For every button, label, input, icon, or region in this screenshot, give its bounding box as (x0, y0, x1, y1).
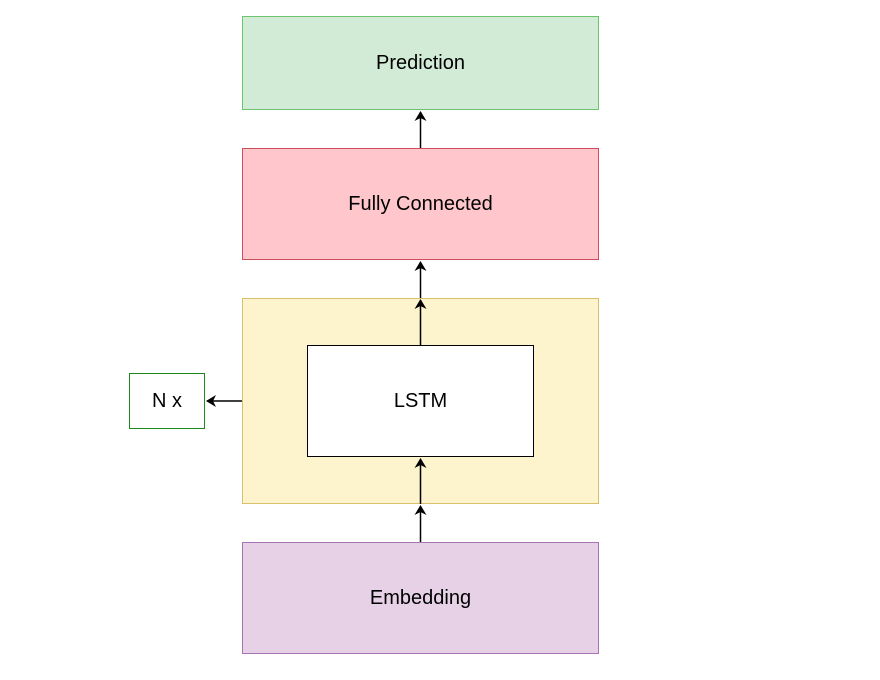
prediction-node: Prediction (242, 16, 599, 110)
fully-connected-node: Fully Connected (242, 148, 599, 260)
repeat-count-label: N x (152, 389, 182, 412)
embedding-label: Embedding (369, 586, 472, 609)
fully-connected-label: Fully Connected (348, 192, 493, 215)
lstm-label: LSTM (393, 389, 448, 412)
embedding-node: Embedding (242, 542, 599, 654)
lstm-node: LSTM (307, 345, 534, 457)
prediction-label: Prediction (376, 51, 465, 74)
repeat-count-node: N x (129, 373, 205, 429)
